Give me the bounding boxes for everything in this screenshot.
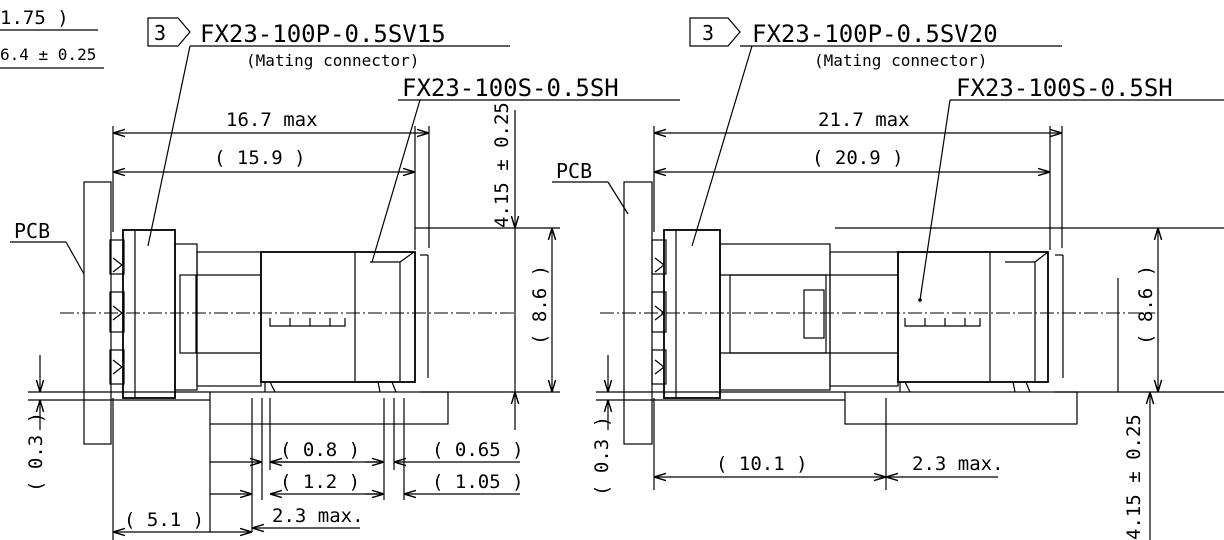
- right-pcb-callout: PCB: [552, 159, 629, 215]
- right-dim-overall-max: 21.7 max: [818, 109, 910, 131]
- right-mating-part: FX23-100P-0.5SV20: [752, 20, 998, 48]
- corner-top-tol: 6.4 ± 0.25: [0, 45, 96, 64]
- left-part-name: FX23-100S-0.5SH: [402, 74, 619, 102]
- left-dim-overall-ref: ( 15.9 ): [214, 147, 306, 169]
- left-dim-d2: ( 1.2 ): [280, 471, 360, 493]
- left-callout-number: 3: [154, 21, 166, 45]
- corner-top-value: 1.75 ): [0, 7, 69, 29]
- right-dim-gap: ( 0.3 ): [591, 416, 613, 496]
- right-callout-mating: 3 FX23-100P-0.5SV20 (Mating connector): [689, 17, 1062, 247]
- left-callout-flag: [147, 17, 191, 47]
- right-callout-flag: [689, 17, 741, 47]
- left-dim-d1: ( 0.8 ): [280, 439, 360, 461]
- left-dim-d4: ( 0.65 ): [432, 439, 524, 461]
- left-pcb-callout: PCB: [10, 219, 85, 275]
- right-pcb-label: PCB: [556, 159, 592, 183]
- left-mating-part: FX23-100P-0.5SV15: [200, 20, 446, 48]
- right-dim-d2: 2.3 max.: [912, 453, 1004, 475]
- right-view: 21.7 max ( 20.9 ) ( 8.6 ) 4.15 ± 0.25 ( …: [552, 17, 1224, 540]
- left-dim-height-tol: 4.15 ± 0.25: [491, 102, 513, 228]
- left-view: 16.7 max ( 15.9 ) 4.15 ± 0.25 ( 8.6 ) ( …: [10, 17, 680, 540]
- left-horizontal-pcb: [209, 391, 449, 425]
- corner-fragment: 1.75 ) 6.4 ± 0.25: [0, 7, 104, 69]
- left-dim-d6: ( 5.1 ): [124, 509, 204, 531]
- right-part-name: FX23-100S-0.5SH: [956, 74, 1173, 102]
- right-dim-height-ref: ( 8.6 ): [1135, 265, 1157, 345]
- right-dim-height-tol: 4.15 ± 0.25: [1123, 414, 1145, 540]
- left-callout-part: FX23-100S-0.5SH: [371, 74, 680, 263]
- left-receptacle-connector: [260, 251, 416, 393]
- left-dim-d5: ( 1.05 ): [432, 471, 524, 493]
- right-callout-number: 3: [702, 21, 714, 45]
- right-receptacle-connector: [897, 251, 1049, 393]
- left-dim-d3: 2.3 max.: [272, 505, 364, 527]
- right-horizontal-pcb: [844, 391, 1078, 425]
- left-mating-note: (Mating connector): [246, 51, 419, 70]
- right-mating-connector: [651, 229, 899, 399]
- left-dim-gap: ( 0.3 ): [25, 412, 47, 492]
- left-pcb-label: PCB: [14, 219, 50, 243]
- right-dim-d1: ( 10.1 ): [716, 453, 808, 475]
- right-mating-note: (Mating connector): [814, 51, 987, 70]
- left-callout-mating: 3 FX23-100P-0.5SV15 (Mating connector): [147, 17, 510, 247]
- left-mating-connector: [109, 229, 262, 399]
- left-dim-height-ref: ( 8.6 ): [529, 265, 551, 345]
- right-dim-overall-ref: ( 20.9 ): [812, 147, 904, 169]
- right-callout-part: FX23-100S-0.5SH: [918, 74, 1224, 302]
- left-dim-overall-max: 16.7 max: [226, 109, 318, 131]
